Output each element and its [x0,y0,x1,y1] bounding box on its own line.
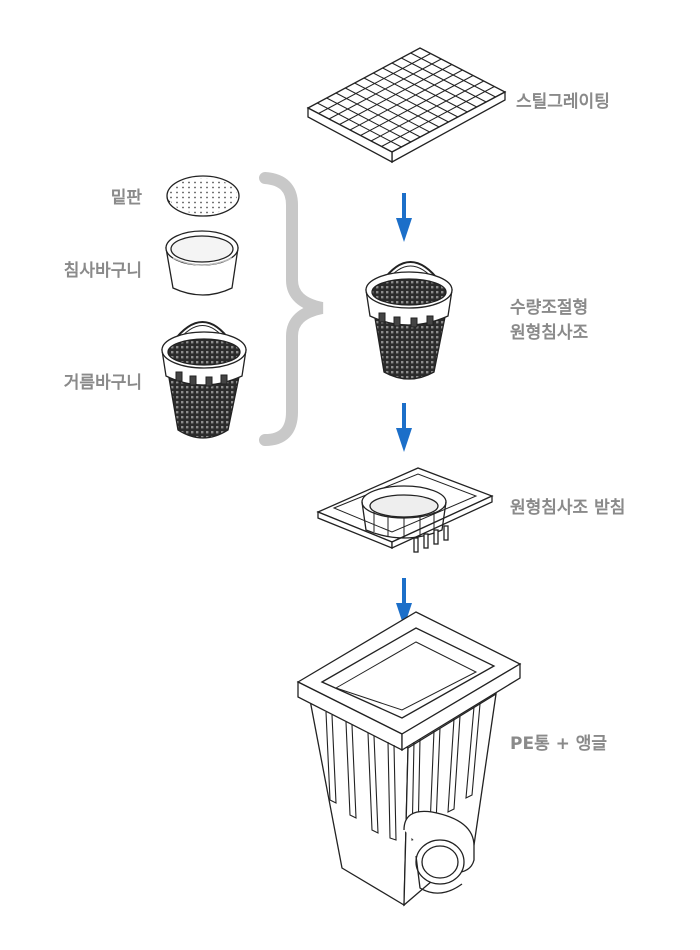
round-support-frame [316,467,494,553]
label-round-support: 원형침사조 받침 [510,497,625,518]
down-arrow-1 [396,193,412,242]
label-steel-grating: 스틸그레이팅 [516,91,610,112]
pe-body-with-angle [296,611,522,907]
label-filter-basket: 거름바구니 [64,373,142,393]
filter-basket [161,321,247,439]
grating-crossbar [360,75,474,136]
label-sediment-basket: 침사바구니 [64,260,142,281]
steel-grating [306,47,507,164]
bottom-plate [166,175,240,217]
label-pe-body: PE통 + 앵글 [510,734,607,754]
grating-crossbar [339,64,453,125]
down-arrow-2 [396,403,412,452]
down-arrow-3 [396,578,412,627]
grating-crossbar [318,53,431,114]
sediment-basket [165,230,239,296]
flow-control-basket [365,261,453,380]
grating-crossbar [370,80,484,142]
label-bottom-plate: 밑판 [111,188,143,208]
grating-crossbar [381,86,495,147]
curly-brace [259,172,324,446]
grating-crossbar [328,58,442,120]
grating-crossbar [349,69,463,131]
label-flow-control-line2: 원형침사조 [510,322,589,343]
label-flow-control-line1: 수량조절형 [510,297,588,318]
